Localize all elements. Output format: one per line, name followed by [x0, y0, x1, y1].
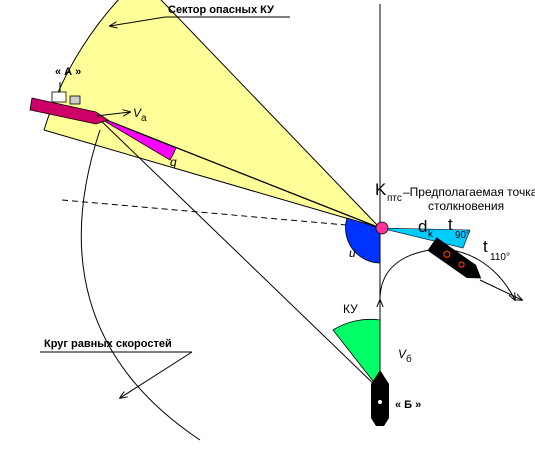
angle-u — [345, 217, 381, 264]
angle-ku — [332, 318, 381, 392]
u-label: u — [349, 246, 356, 260]
equal-speed-arc-left — [80, 129, 201, 441]
dk-sector — [379, 227, 471, 249]
collision-point — [375, 221, 389, 235]
va-symbol: V — [133, 106, 142, 120]
collision-point-symbol: K — [375, 180, 387, 199]
vb-subscript: б — [406, 353, 412, 365]
vessel-a-label: « А » — [55, 66, 81, 78]
vessel-b — [371, 370, 389, 426]
a-to-b-line — [95, 115, 381, 391]
collision-desc-line1: –Предполагаемая точка — [403, 185, 535, 199]
t90-subscript: 90° — [455, 230, 470, 241]
va-subscript: a — [141, 113, 147, 124]
equal-speed-pointer — [120, 351, 193, 398]
danger-sector — [44, 0, 380, 228]
danger-sector-label: Сектор опасных КУ — [168, 4, 274, 16]
vb-symbol: V — [398, 347, 407, 361]
ku-label: КУ — [343, 302, 358, 316]
collision-point-subscript: птс — [387, 193, 402, 204]
t110-symbol: t — [483, 237, 488, 256]
sector-edge-bottom — [43, 129, 381, 229]
vessel-b-label: « Б » — [395, 399, 421, 411]
vessel-right — [427, 237, 482, 279]
dk-subscript: k — [428, 229, 434, 240]
sector-edge-top — [160, 0, 381, 229]
dashed-bearing-line — [61, 199, 381, 229]
vessel-a — [29, 82, 109, 125]
t110-subscript: 110° — [490, 252, 510, 263]
equal-speed-circle-label: Круг равных скоростей — [44, 338, 172, 350]
dk-symbol: d — [418, 217, 427, 236]
angle-q — [95, 115, 177, 161]
collision-desc-line2: столкновения — [428, 199, 504, 213]
danger-sector-pointer — [110, 16, 166, 26]
va-vector — [95, 112, 130, 117]
extra-arrow — [479, 279, 522, 300]
t90-symbol: t — [448, 215, 453, 234]
q-label: q — [170, 155, 177, 169]
